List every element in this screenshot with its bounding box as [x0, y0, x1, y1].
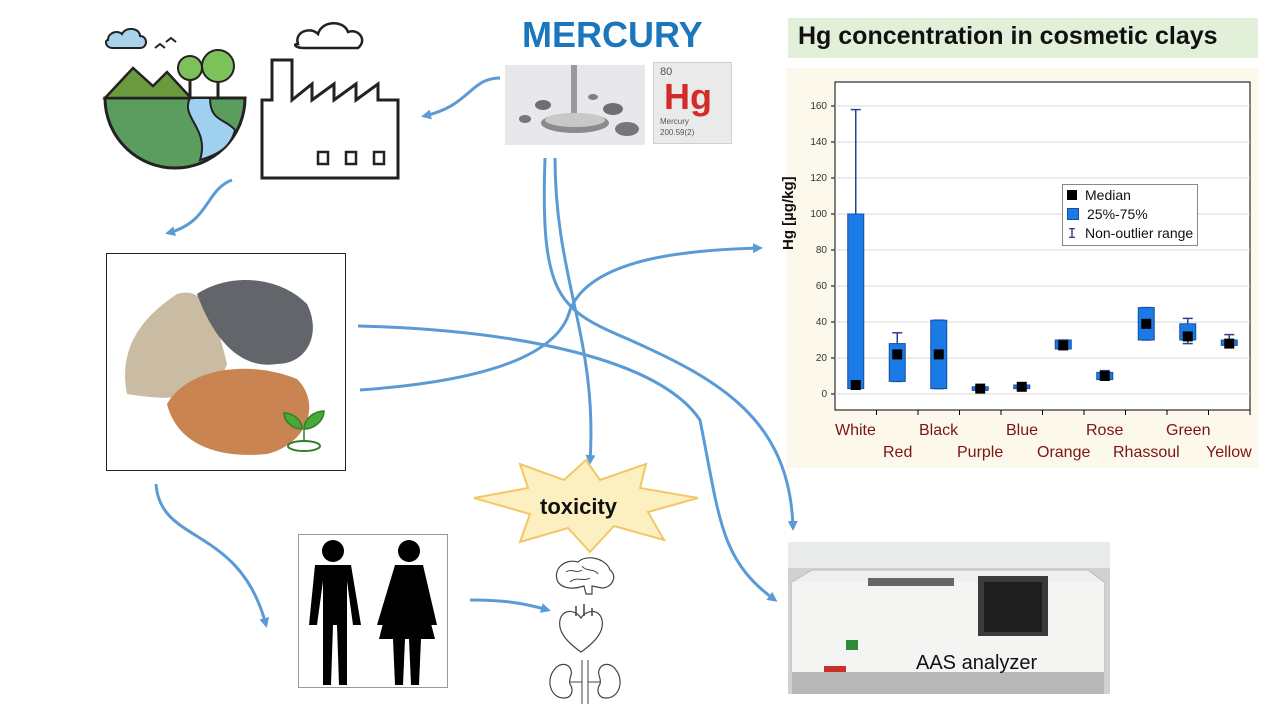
median-marker-yellow	[1224, 338, 1235, 349]
chart-title: Hg concentration in cosmetic clays	[798, 22, 1218, 50]
y-tick-label: 80	[816, 245, 828, 256]
median-marker-green	[1182, 331, 1193, 342]
atomic-number: 80	[660, 66, 673, 78]
whisker-swatch-icon	[1069, 227, 1075, 238]
factory-icon	[260, 22, 400, 180]
box-swatch-icon	[1067, 207, 1079, 220]
legend-item-iqr: 25%-75%	[1063, 204, 1197, 223]
median-marker-red	[892, 349, 903, 360]
y-tick-label: 40	[816, 317, 828, 328]
chart-legend: Median 25%-75% Non-outlier range	[1062, 184, 1198, 246]
arrow-clay-to-people	[154, 483, 270, 628]
periodic-element-tile	[653, 62, 732, 144]
y-axis-title: Hg [µg/kg]	[780, 176, 797, 250]
brain-icon	[555, 557, 615, 595]
woman-icon	[377, 540, 437, 685]
x-category-label-green: Green	[1166, 422, 1211, 439]
mercury-title: MERCURY	[522, 14, 703, 55]
box-red	[888, 343, 906, 382]
y-tick-label: 120	[810, 173, 827, 184]
arrow-people-to-organs	[469, 598, 551, 613]
y-tick-label: 20	[816, 353, 828, 364]
atomic-mass: 200.59(2)	[660, 128, 695, 137]
x-category-label-rose: Rose	[1086, 422, 1124, 439]
arrow-mercury-to-environment	[421, 76, 501, 120]
x-category-label-yellow: Yellow	[1206, 444, 1252, 461]
people-panel	[298, 534, 448, 688]
kidneys-icon	[549, 660, 621, 704]
arrow-clay-to-analyzer	[357, 324, 778, 602]
man-icon	[309, 540, 361, 685]
x-category-label-red: Red	[883, 444, 913, 461]
arrow-clay-to-chart	[359, 243, 763, 392]
y-tick-label: 60	[816, 281, 828, 292]
box-white	[847, 213, 865, 390]
clay-powders-photo	[106, 253, 346, 471]
x-category-label-rhassoul: Rhassoul	[1113, 444, 1180, 461]
x-category-label-white: White	[835, 422, 876, 439]
x-category-label-black: Black	[919, 422, 959, 439]
y-tick-label: 160	[810, 101, 827, 112]
toxicity-burst-shape	[473, 458, 699, 554]
x-category-label-blue: Blue	[1006, 422, 1039, 439]
y-tick-label: 0	[821, 389, 827, 400]
box-plot: 0 20 40 60 80 100 120 140 160	[810, 81, 1251, 415]
aas-analyzer-photo	[788, 542, 1110, 694]
x-category-label-purple: Purple	[957, 444, 1004, 461]
median-marker-white	[850, 380, 861, 390]
y-tick-label: 100	[810, 209, 827, 220]
median-marker-rhassoul	[1141, 318, 1152, 329]
median-marker-purple	[975, 383, 986, 394]
arrow-mercury-to-analyzer	[542, 157, 798, 531]
y-tick-label: 140	[810, 137, 827, 148]
mercury-droplets-photo	[505, 65, 645, 145]
median-marker-blue	[1016, 381, 1027, 392]
x-category-label-orange: Orange	[1037, 444, 1091, 461]
legend-item-whisker: Non-outlier range	[1063, 223, 1197, 242]
median-marker-orange	[1058, 340, 1069, 351]
median-marker-rose	[1099, 371, 1110, 381]
median-swatch-icon	[1067, 189, 1077, 200]
chart-title-background	[788, 18, 1258, 58]
median-marker-black	[933, 349, 944, 360]
element-name: Mercury	[660, 117, 689, 126]
heart-icon	[559, 604, 603, 653]
toxicity-label: toxicity	[540, 494, 618, 519]
legend-item-median: Median	[1063, 185, 1197, 204]
landscape-icon	[102, 28, 247, 170]
aas-analyzer-label: AAS analyzer	[916, 652, 1038, 674]
element-symbol: Hg	[664, 76, 712, 117]
arrow-environment-to-clay	[165, 178, 233, 237]
